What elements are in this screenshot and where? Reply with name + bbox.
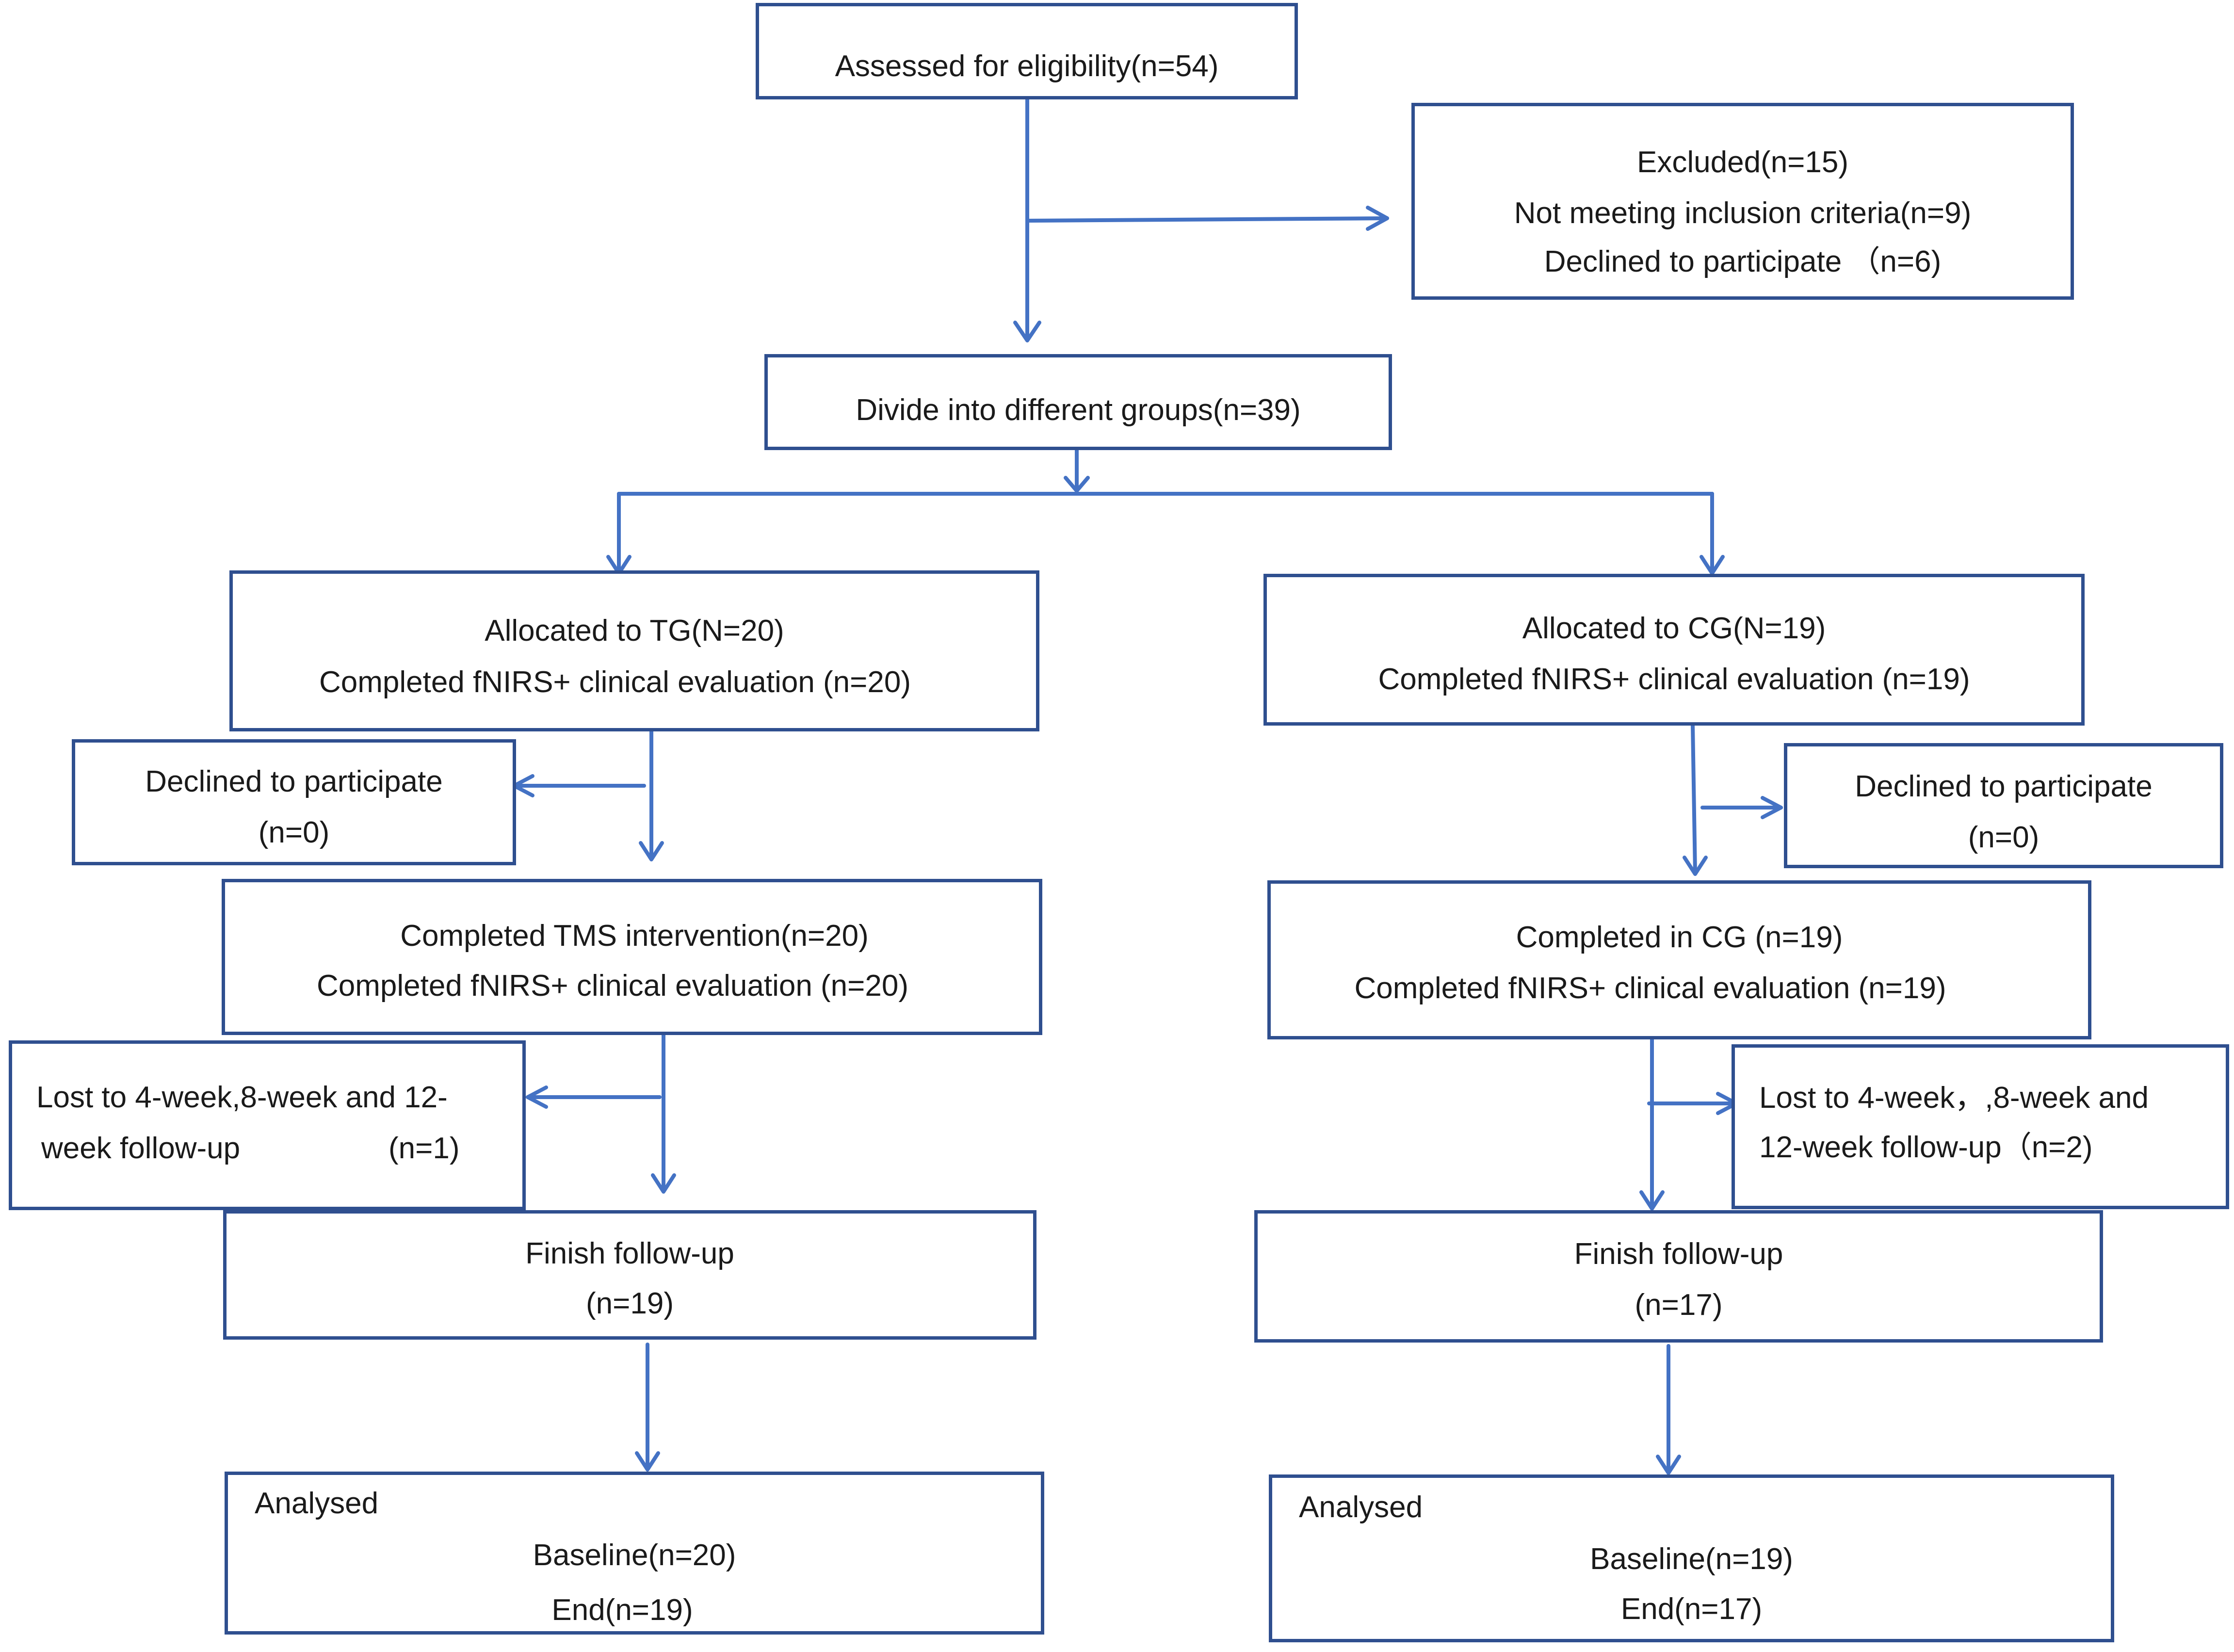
arrowhead-cg-alloc bbox=[1700, 555, 1725, 575]
cg-finish-label: Finish follow-up bbox=[1574, 1237, 1783, 1271]
arrowhead-tg-completed bbox=[639, 841, 664, 861]
cg-analysed-box: Analysed Baseline(n=19) End(n=17) bbox=[1269, 1474, 2114, 1642]
cg-allocated-box: Allocated to CG(N=19) Completed fNIRS+ c… bbox=[1263, 574, 2085, 726]
cg-analysed-end: End(n=17) bbox=[1620, 1592, 1763, 1626]
tg-finish-label: Finish follow-up bbox=[525, 1237, 734, 1270]
tg-analysed-title: Analysed bbox=[255, 1487, 379, 1520]
excluded-title: Excluded(n=15) bbox=[1637, 146, 1848, 179]
cg-declined-count: (n=0) bbox=[1968, 821, 2040, 854]
arrowhead-cg-completed bbox=[1683, 856, 1708, 876]
excluded-criteria: Not meeting inclusion criteria(n=9) bbox=[1514, 196, 1972, 230]
tg-completed-eval: Completed fNIRS+ clinical evaluation (n=… bbox=[317, 969, 908, 1003]
tg-analysed-baseline: Baseline(n=20) bbox=[533, 1539, 736, 1572]
excluded-box: Excluded(n=15) Not meeting inclusion cri… bbox=[1411, 103, 2074, 300]
tg-completed-title: Completed TMS intervention(n=20) bbox=[400, 919, 869, 953]
arrowhead-cg-declined bbox=[1761, 796, 1783, 819]
tg-completed-box: Completed TMS intervention(n=20) Complet… bbox=[222, 879, 1042, 1035]
cg-allocated-eval: Completed fNIRS+ clinical evaluation (n=… bbox=[1378, 663, 1970, 696]
cg-analysed-title: Analysed bbox=[1299, 1490, 1423, 1524]
cg-completed-eval: Completed fNIRS+ clinical evaluation (n=… bbox=[1354, 972, 1946, 1005]
cg-finish-count: (n=17) bbox=[1635, 1288, 1723, 1322]
tg-finish-count: (n=19) bbox=[586, 1287, 674, 1320]
cg-allocated-title: Allocated to CG(N=19) bbox=[1522, 612, 1826, 645]
divide-label: Divide into different groups(n=39) bbox=[856, 393, 1301, 427]
tg-lost-box: Lost to 4-week,8-week and 12- week follo… bbox=[9, 1040, 526, 1210]
arrowhead-tg-lost bbox=[526, 1085, 548, 1109]
cg-finish-box: Finish follow-up (n=17) bbox=[1254, 1210, 2103, 1343]
arrowhead-tg-analysed bbox=[635, 1451, 660, 1472]
arrowhead-cg-analysed bbox=[1656, 1455, 1681, 1475]
arrowhead-split bbox=[1064, 476, 1090, 493]
arrowhead-cg-finish bbox=[1639, 1190, 1665, 1211]
tg-analysed-end: End(n=19) bbox=[551, 1593, 693, 1627]
cg-lost-line2: 12-week follow-up（n=2) bbox=[1759, 1131, 2093, 1164]
tg-allocated-box: Allocated to TG(N=20) Completed fNIRS+ c… bbox=[229, 570, 1039, 731]
cg-lost-box: Lost to 4-week，,8-week and 12-week follo… bbox=[1732, 1044, 2229, 1209]
tg-allocated-eval: Completed fNIRS+ clinical evaluation (n=… bbox=[319, 665, 911, 699]
tg-lost-line2: week follow-up bbox=[41, 1132, 241, 1165]
cg-completed-title: Completed in CG (n=19) bbox=[1516, 921, 1843, 954]
tg-declined-count: (n=0) bbox=[258, 816, 330, 849]
arrow-cg-alloc-to-completed bbox=[1691, 724, 1697, 875]
assessed-box: Assessed for eligibility(n=54) bbox=[756, 3, 1298, 99]
arrowhead-excluded bbox=[1366, 206, 1389, 231]
cg-declined-box: Declined to participate (n=0) bbox=[1784, 743, 2223, 868]
tg-lost-count: (n=1) bbox=[389, 1132, 460, 1165]
arrowhead-tg-finish bbox=[651, 1173, 676, 1194]
tg-allocated-title: Allocated to TG(N=20) bbox=[485, 614, 784, 648]
cg-declined-label: Declined to participate bbox=[1855, 770, 2153, 803]
tg-analysed-box: Analysed Baseline(n=20) End(n=19) bbox=[225, 1472, 1044, 1635]
tg-declined-label: Declined to participate bbox=[145, 765, 443, 798]
tg-finish-box: Finish follow-up (n=19) bbox=[223, 1210, 1036, 1340]
cg-analysed-baseline: Baseline(n=19) bbox=[1590, 1542, 1793, 1576]
tg-lost-line1: Lost to 4-week,8-week and 12- bbox=[36, 1081, 448, 1114]
excluded-declined: Declined to participate （n=6) bbox=[1544, 245, 1942, 278]
assessed-label: Assessed for eligibility(n=54) bbox=[835, 49, 1219, 83]
tg-declined-box: Declined to participate (n=0) bbox=[72, 739, 516, 865]
cg-completed-box: Completed in CG (n=19) Completed fNIRS+ … bbox=[1267, 880, 2091, 1039]
arrowhead-divide bbox=[1013, 321, 1041, 342]
divide-box: Divide into different groups(n=39) bbox=[764, 354, 1392, 450]
cg-lost-line1: Lost to 4-week，,8-week and bbox=[1759, 1081, 2149, 1115]
arrow-to-excluded bbox=[1025, 216, 1389, 223]
